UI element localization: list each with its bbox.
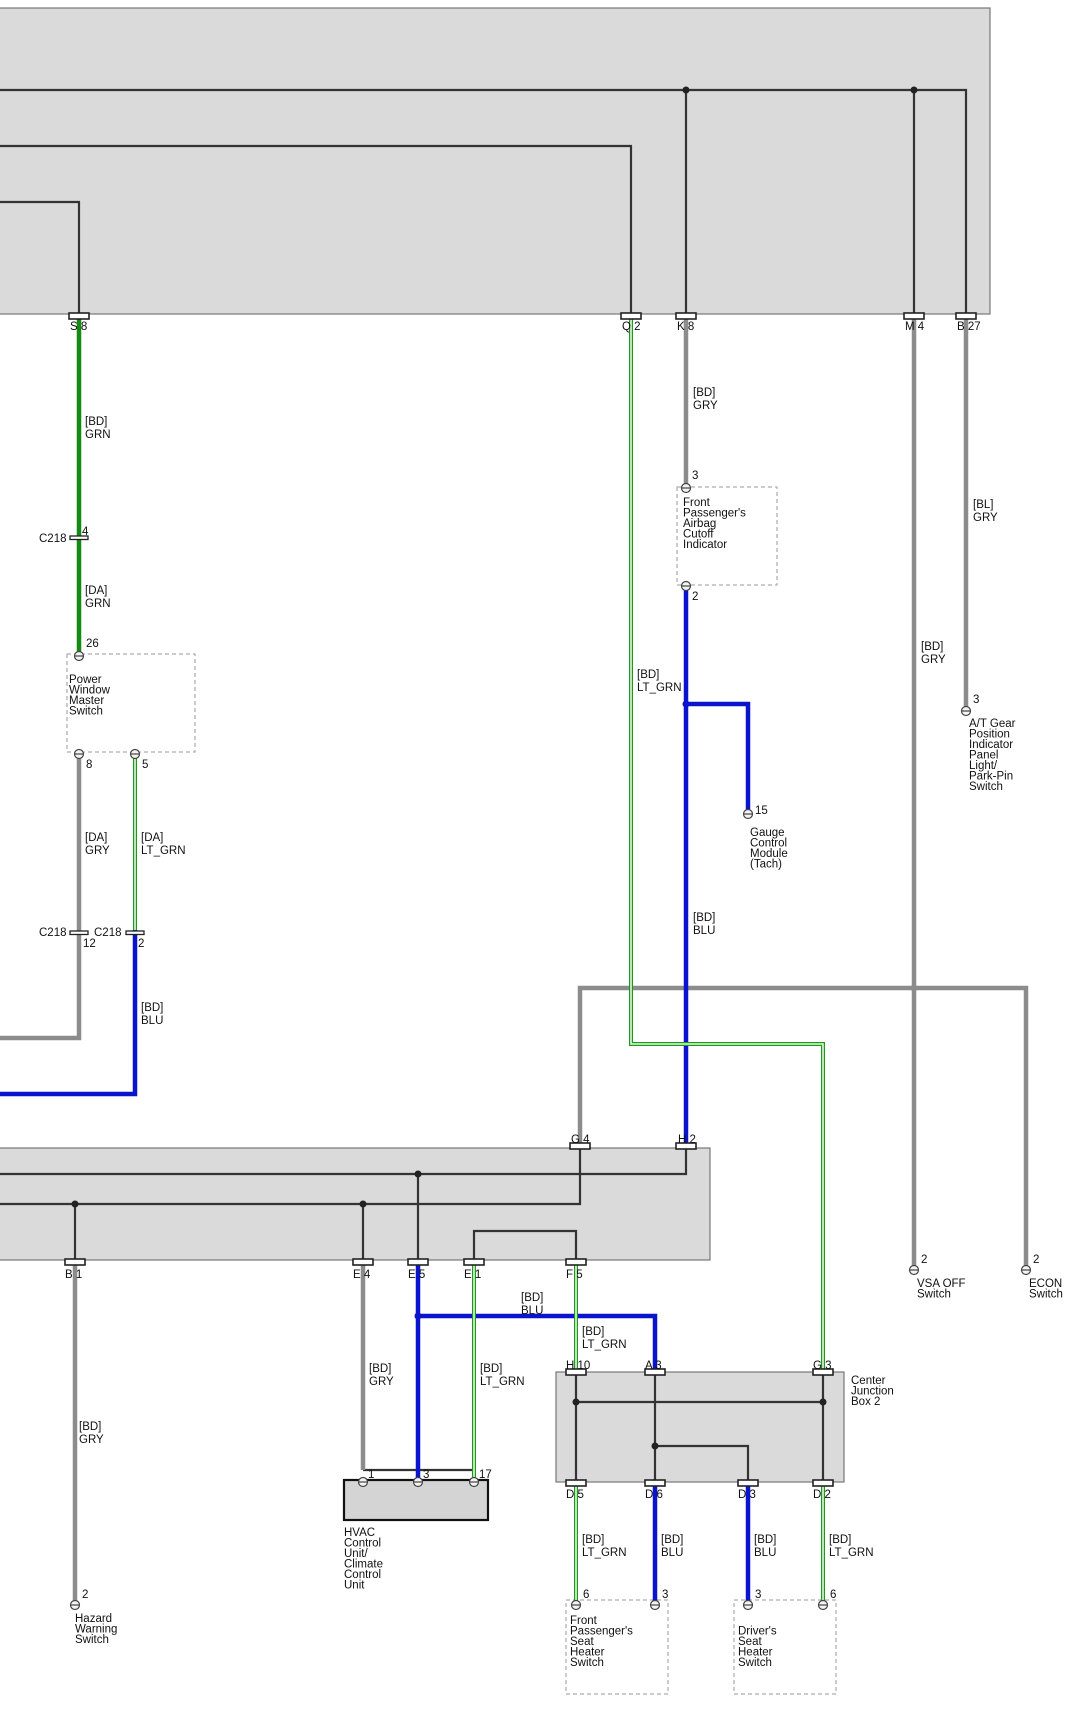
wire-label-bd-gry-e4: [BD]GRY	[369, 1363, 394, 1388]
fp-seat-pin-left: 6	[583, 1589, 589, 1601]
wire-label-da-grn: [DA]GRN	[85, 585, 111, 610]
pin-label-d3: D 3	[738, 1489, 756, 1501]
component-names: Front Passenger's Airbag Cutoff Indicato…	[69, 497, 1065, 1670]
drv-seat-pin-left: 3	[755, 1589, 761, 1601]
pin-label-d5: D 5	[566, 1489, 584, 1501]
airbag-indicator-label: Front Passenger's Airbag Cutoff Indicato…	[683, 497, 749, 551]
pin-label-h10: H 10	[566, 1360, 590, 1372]
econ-pin: 2	[1033, 1254, 1039, 1266]
wire-label-bd-blu-e5: [BD]BLU	[521, 1292, 543, 1317]
power-window-switch-label: Power Window Master Switch	[69, 674, 113, 718]
wire-label-bd-gry-b1: [BD]GRY	[79, 1421, 104, 1446]
splice-points	[71, 86, 918, 1450]
connector-pins	[64, 312, 977, 1487]
center-junction-box-label: Center Junction Box 2	[851, 1375, 897, 1408]
airbag-indicator-outline	[676, 486, 778, 586]
gauge-pin: 15	[755, 805, 768, 817]
wire-label-bd-ltgrn-e1: [BD]LT_GRN	[480, 1363, 525, 1388]
pin-label-e1: E 1	[464, 1269, 481, 1281]
wire-label-bl-gry: [BL]GRY	[973, 499, 998, 524]
pin-label-g3: G 3	[813, 1360, 832, 1372]
upper-control-unit-box	[0, 7, 991, 315]
pin-label-f5: F 5	[566, 1269, 583, 1281]
pin-label-s8: S 8	[70, 321, 87, 333]
wires	[0, 318, 1029, 1604]
pin-label-q2: Q 2	[622, 321, 641, 333]
c218-b-name: C218	[39, 927, 67, 939]
econ-switch-label: ECON Switch	[1029, 1278, 1065, 1301]
hvac-pin-1: 1	[368, 1469, 374, 1481]
wire-label-da-gry: [DA]GRY	[85, 832, 110, 857]
wire-label-bd-ltgrn-f5: [BD]LT_GRN	[582, 1326, 627, 1351]
hvac-pin-3: 3	[423, 1469, 429, 1481]
hvac-pin-17: 17	[479, 1469, 492, 1481]
pin-label-d6: D 6	[645, 1489, 663, 1501]
vsa-off-switch-label: VSA OFF Switch	[917, 1278, 969, 1301]
wire-label-bd-blu-d6: [BD]BLU	[661, 1534, 683, 1559]
pin-label-e5: E 5	[408, 1269, 425, 1281]
pws-pin-right: 5	[142, 759, 148, 771]
pin-label-h2: H 2	[678, 1134, 696, 1146]
driver-seat-heater-label: Driver's Seat Heater Switch	[738, 1626, 780, 1670]
pws-pin-left: 8	[86, 759, 92, 771]
pws-pin-top: 26	[86, 638, 99, 650]
hazard-pin: 2	[82, 1589, 88, 1601]
front-passenger-seat-heater-outline	[565, 1599, 669, 1695]
at-gear-switch-label: A/T Gear Position Indicator Panel Light/…	[969, 718, 1019, 793]
at-gear-pin: 3	[973, 694, 979, 706]
wire-label-bd-blu-h2: [BD]BLU	[693, 912, 715, 937]
c218-a-name: C218	[39, 533, 67, 545]
drv-seat-pin-right: 6	[830, 1589, 836, 1601]
component-terminals	[69, 482, 1032, 1611]
c218-c-pin: 2	[138, 938, 144, 950]
pin-label-b27: B 27	[957, 321, 981, 333]
wire-label-da-ltgrn: [DA]LT_GRN	[141, 832, 186, 857]
airbag-pin-bottom: 2	[692, 591, 698, 603]
c218-b-pin: 12	[83, 938, 96, 950]
wire-label-bd-ltgrn-d5: [BD]LT_GRN	[582, 1534, 627, 1559]
vsa-pin: 2	[921, 1254, 927, 1266]
gauge-control-module-label: Gauge Control Module (Tach)	[750, 827, 791, 871]
pin-label-g4: G 4	[571, 1134, 590, 1146]
wire-label-bd-gry-k8: [BD]GRY	[693, 387, 718, 412]
center-junction-box-2	[555, 1371, 845, 1483]
pin-label-d2: D 2	[813, 1489, 831, 1501]
fp-seat-pin-right: 3	[662, 1589, 668, 1601]
internal-circuits	[0, 88, 968, 1482]
wire-label-bd-blu-left: [BD]BLU	[141, 1002, 163, 1027]
pin-label-m4: M 4	[905, 321, 925, 333]
pin-label-k8: K 8	[677, 321, 694, 333]
wire-label-bd-blu-d3: [BD]BLU	[754, 1534, 776, 1559]
c218-a-pin: 4	[82, 526, 89, 538]
airbag-pin-top: 3	[692, 470, 698, 482]
wire-label-bd-ltgrn-d2: [BD]LT_GRN	[829, 1534, 874, 1559]
wire-labels: [BD]GRN [DA]GRN [BD]GRY [BL]GRY [BD]LT_G…	[79, 387, 998, 1559]
wire-label-bd-grn: [BD]GRN	[85, 416, 111, 441]
hazard-switch-label: Hazard Warning Switch	[75, 1613, 121, 1646]
driver-seat-heater-outline	[733, 1599, 837, 1695]
inline-connector-c218	[69, 535, 145, 936]
pin-labels: S 8 Q 2 K 8 M 4 B 27 G 4 H 2 B 1 E 4 E 5…	[39, 321, 1039, 1601]
hvac-unit-label: HVAC Control Unit/ Climate Control Unit	[344, 1527, 386, 1592]
c218-c-name: C218	[94, 927, 122, 939]
front-passenger-seat-heater-label: Front Passenger's Seat Heater Switch	[570, 1615, 636, 1669]
wire-label-bd-ltgrn-q2: [BD]LT_GRN	[637, 669, 682, 694]
pin-label-a3: A 3	[645, 1360, 662, 1372]
wire-label-bd-gry-m4: [BD]GRY	[921, 641, 946, 666]
pin-label-e4: E 4	[353, 1269, 371, 1281]
pin-label-b1: B 1	[65, 1269, 82, 1281]
